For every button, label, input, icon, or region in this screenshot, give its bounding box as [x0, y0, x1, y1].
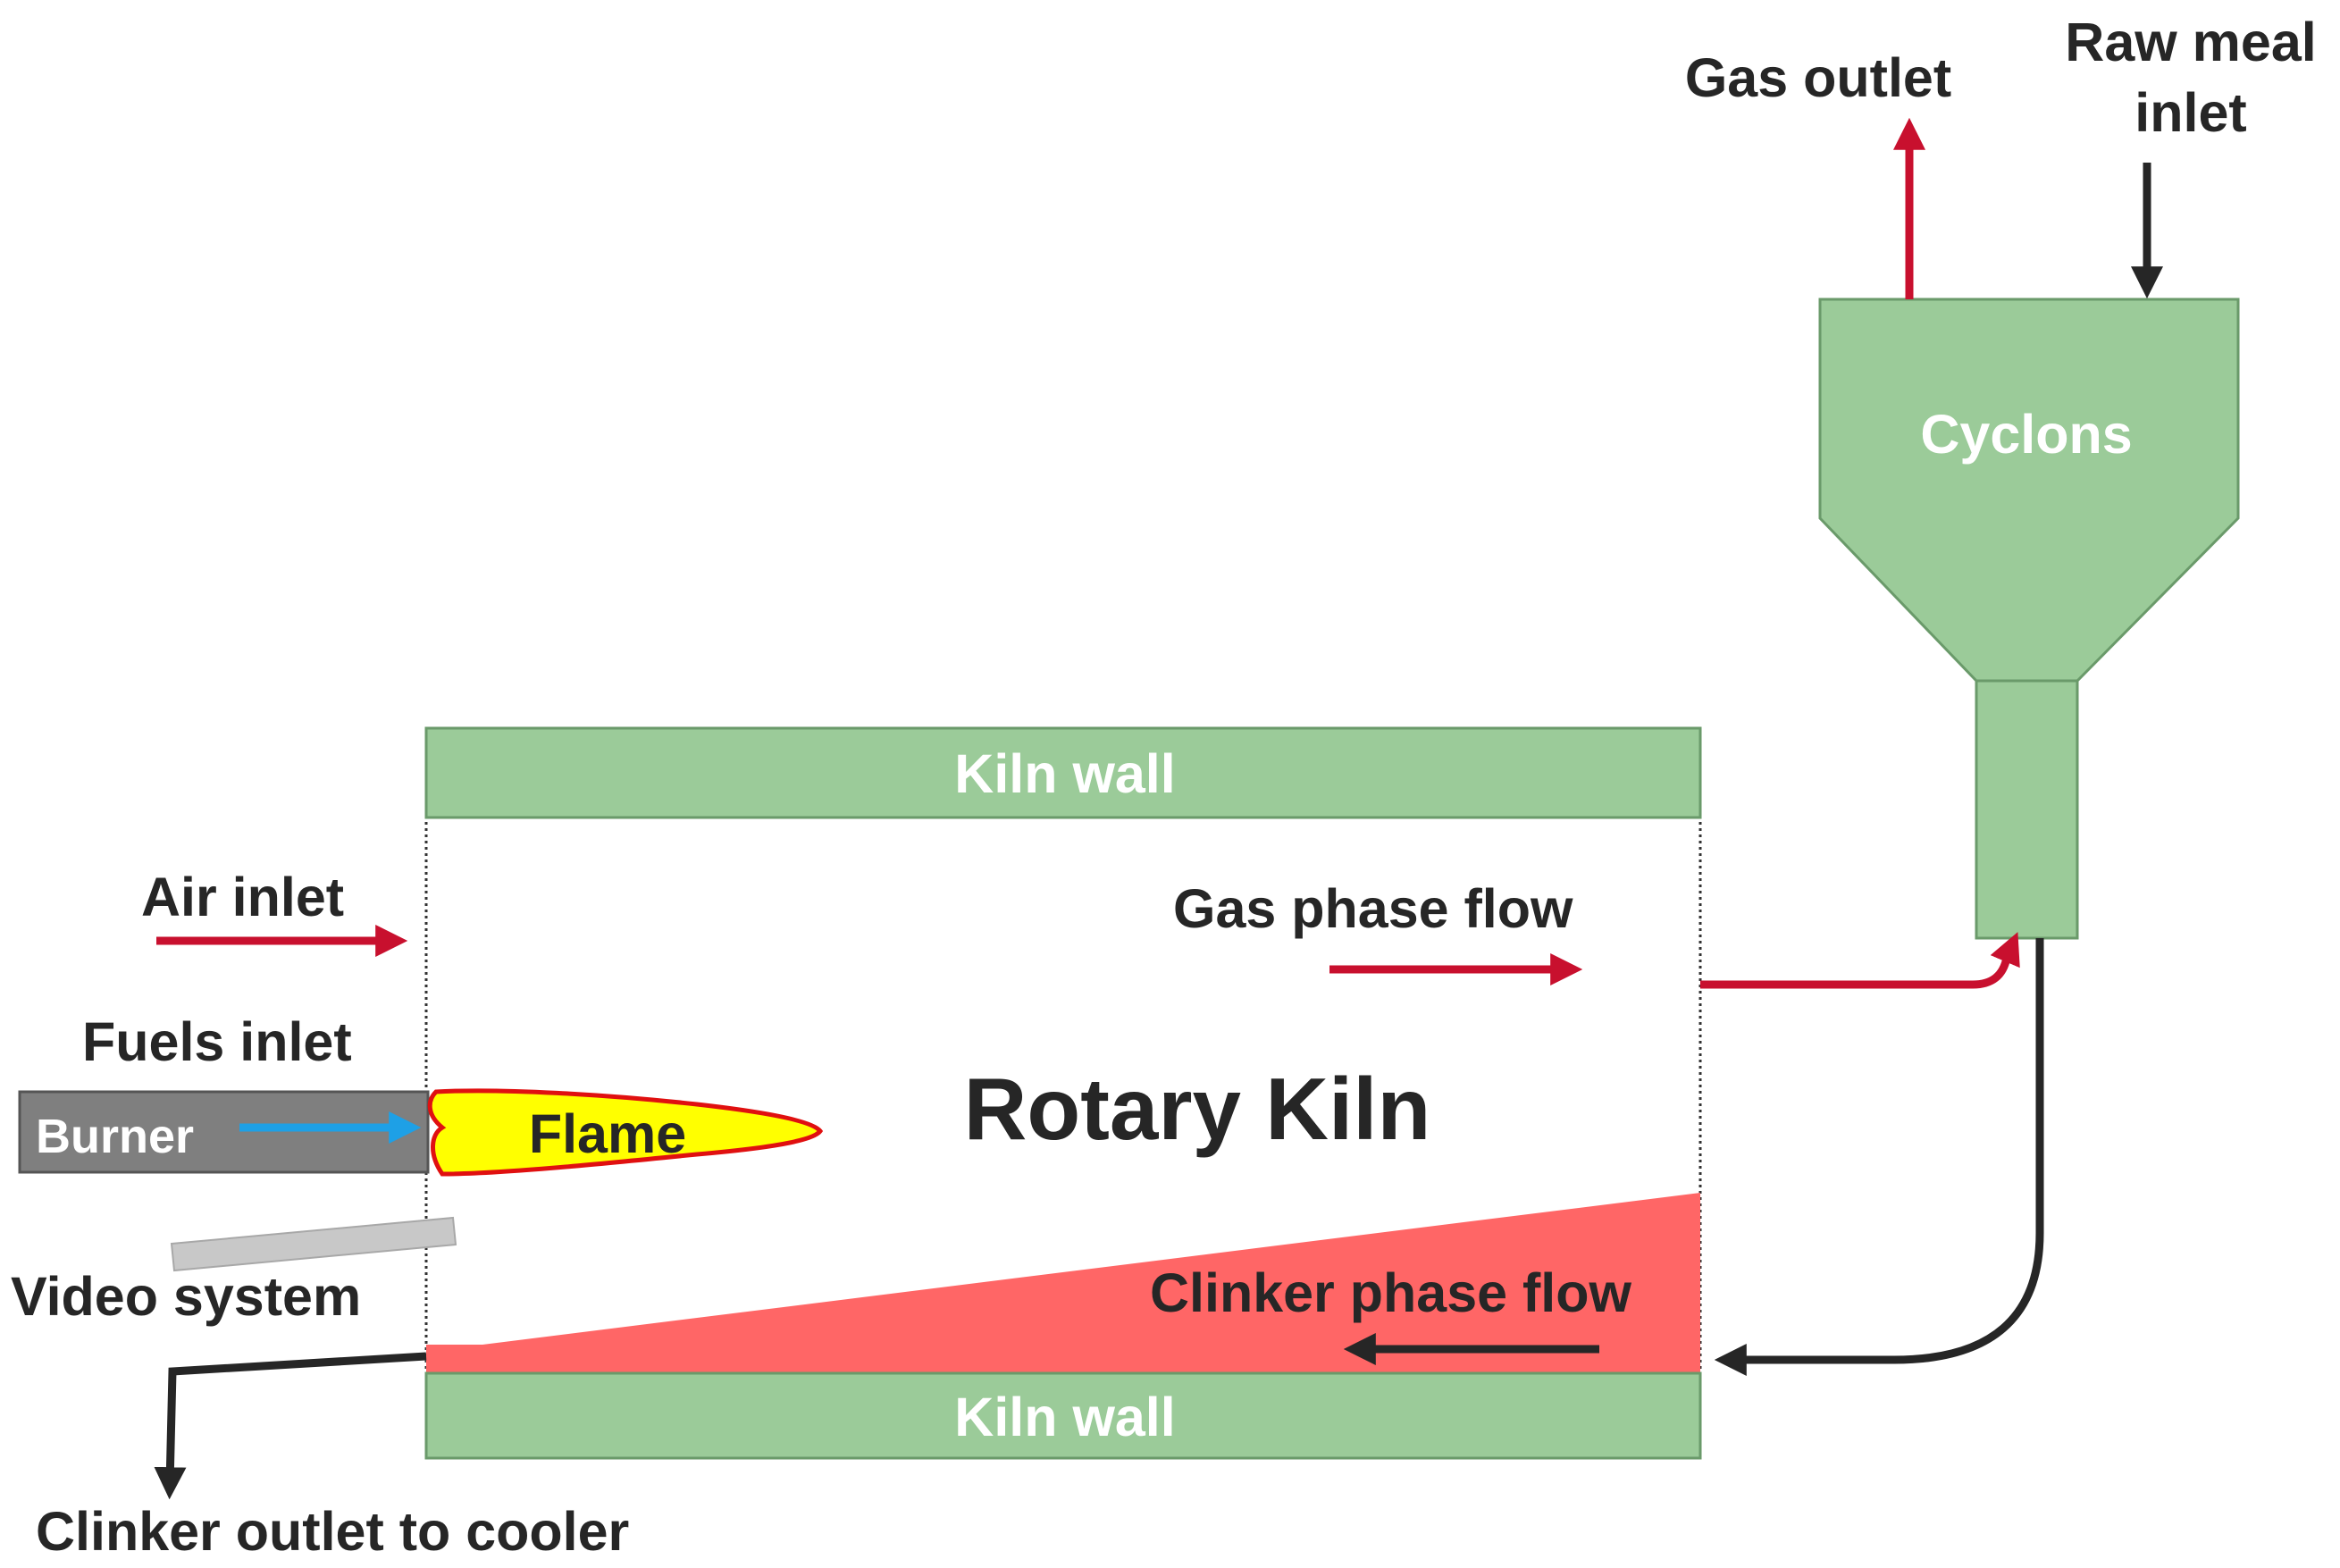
- diagram-title: Rotary Kiln: [964, 1060, 1431, 1158]
- clinker-outlet-label: Clinker outlet to cooler: [36, 1501, 629, 1562]
- gas-phase-flow-label: Gas phase flow: [1173, 878, 1573, 939]
- kiln-wall-bottom-label: Kiln wall: [954, 1387, 1175, 1447]
- cyclons-pipe: [1975, 679, 2079, 940]
- gas-to-cyclons-arrow: [1700, 932, 2020, 989]
- meal-to-kiln-arrow: [1714, 938, 2044, 1376]
- kiln-wall-top-label: Kiln wall: [954, 743, 1175, 804]
- cyclons: [1818, 298, 2240, 683]
- kiln-wall-bottom: [424, 1371, 1702, 1460]
- clinker-bed: [426, 1193, 1700, 1373]
- raw-meal-inlet-label-line1: Raw meal: [2065, 12, 2316, 72]
- video-system-label: Video system: [11, 1266, 361, 1327]
- burner-label: Burner: [36, 1110, 194, 1163]
- video-system: [170, 1216, 457, 1272]
- air-inlet-label: Air inlet: [141, 867, 344, 927]
- raw-meal-inlet-label-line2: inlet: [2135, 82, 2246, 143]
- kiln-wall-top: [424, 726, 1702, 819]
- cyclons-label: Cyclons: [1920, 404, 2132, 465]
- burner: [18, 1090, 430, 1174]
- clinker-phase-flow-label: Clinker phase flow: [1150, 1262, 1632, 1323]
- flame-label: Flame: [529, 1103, 686, 1164]
- flame: [427, 1088, 824, 1177]
- gas-outlet-label: Gas outlet: [1685, 47, 1951, 108]
- fuels-inlet-label: Fuels inlet: [82, 1011, 352, 1072]
- clinker-outlet-arrow: [154, 1352, 427, 1500]
